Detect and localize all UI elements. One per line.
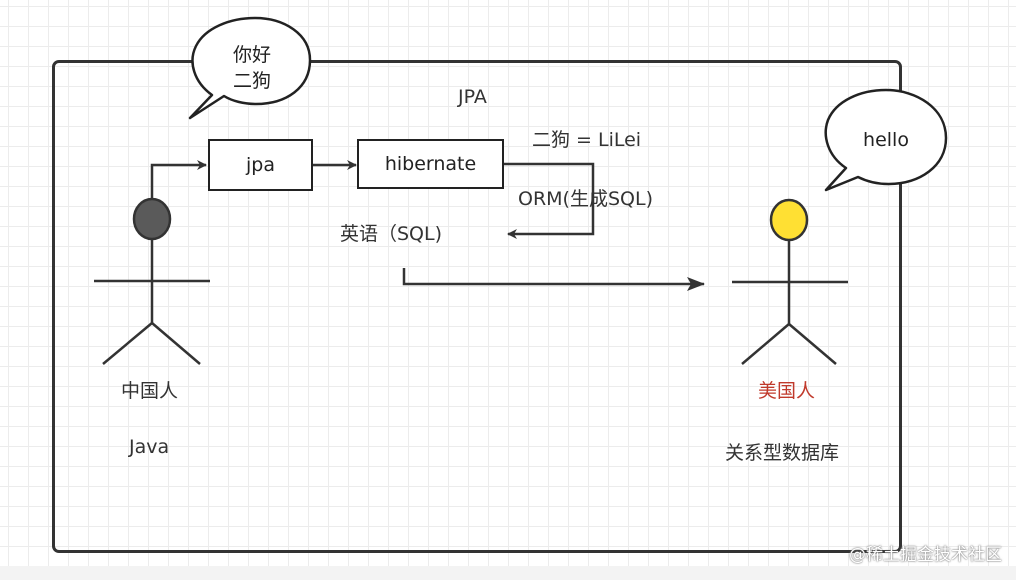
relational-db-label: 关系型数据库 <box>725 442 840 464</box>
frame-title: JPA <box>458 86 487 108</box>
bottom-band <box>0 566 1016 580</box>
arrow-hibernate-orm-loop <box>504 162 595 239</box>
american-actor-head <box>769 198 809 242</box>
chinese-actor-head <box>132 197 172 241</box>
american-person-label: 美国人 <box>758 380 816 402</box>
english-sql-label: 英语（SQL) <box>340 223 443 245</box>
left-bubble-line1: 你好 <box>232 44 271 66</box>
arrow-actor-to-jpa <box>150 160 207 199</box>
right-bubble-text: hello <box>863 129 909 151</box>
left-bubble-line2: 二狗 <box>232 70 271 92</box>
jpa-frame <box>52 60 902 553</box>
orm-label: ORM(生成SQL) <box>518 188 653 210</box>
java-label: Java <box>129 436 170 458</box>
arrow-sql-to-american <box>402 268 705 291</box>
left-bubble-text: 你好 二狗 <box>225 42 279 94</box>
jpa-box: jpa <box>208 139 313 191</box>
hibernate-box: hibernate <box>357 139 504 189</box>
american-actor-figure <box>732 198 848 365</box>
watermark: @稀土掘金技术社区 <box>849 545 1002 565</box>
name-mapping-label: 二狗 = LiLei <box>532 129 642 151</box>
chinese-actor-figure <box>94 197 210 365</box>
right-speech-bubble <box>824 88 948 192</box>
left-speech-bubble <box>188 16 312 120</box>
chinese-person-label: 中国人 <box>121 380 179 402</box>
